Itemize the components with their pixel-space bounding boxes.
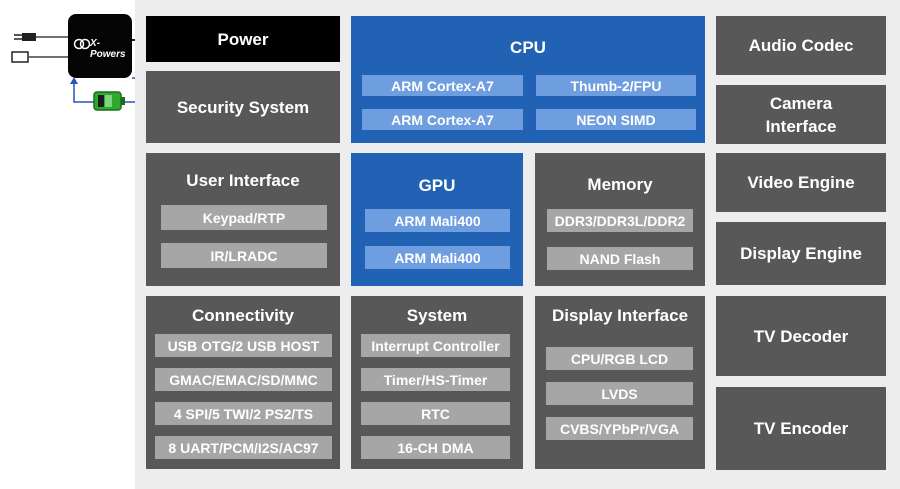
tv-encoder-block: TV Encoder — [716, 387, 886, 470]
pmic-chip: X-Powers — [68, 14, 132, 78]
memory-nand-flash: NAND Flash — [547, 247, 693, 270]
camera-interface-block: Camera Interface — [716, 85, 886, 144]
display-interface-block: Display Interface CPU/RGB LCD LVDS CVBS/… — [535, 296, 705, 469]
timer-hs-timer: Timer/HS-Timer — [361, 368, 510, 391]
cpu-core-2: ARM Cortex-A7 — [362, 109, 523, 130]
gmac-emac-sd-mmc: GMAC/EMAC/SD/MMC — [155, 368, 332, 391]
cvbs-ypbpr-vga: CVBS/YPbPr/VGA — [546, 417, 693, 440]
power-plug-icon — [11, 33, 68, 63]
security-system-label: Security System — [176, 97, 310, 117]
lvds: LVDS — [546, 382, 693, 405]
connectivity-block: Connectivity USB OTG/2 USB HOST GMAC/EMA… — [146, 296, 340, 469]
audio-codec-block: Audio Codec — [716, 16, 886, 75]
audio-codec-label: Audio Codec — [748, 36, 854, 55]
tv-decoder-block: TV Decoder — [716, 296, 886, 376]
rtc: RTC — [361, 402, 510, 425]
video-engine-label: Video Engine — [747, 173, 855, 192]
gpu-mali400-2: ARM Mali400 — [365, 246, 510, 269]
cpu-rgb-lcd: CPU/RGB LCD — [546, 347, 693, 370]
pmic-logo-text: X-Powers — [90, 38, 126, 60]
cpu-core-1: ARM Cortex-A7 — [362, 75, 523, 96]
power-label: Power — [217, 29, 269, 49]
gpu-title: GPU — [418, 176, 456, 195]
tv-decoder-label: TV Decoder — [753, 326, 849, 346]
cpu-title: CPU — [510, 38, 546, 57]
video-engine-block: Video Engine — [716, 153, 886, 212]
gpu-block: GPU ARM Mali400 ARM Mali400 — [351, 153, 523, 286]
gpu-mali400-1: ARM Mali400 — [365, 209, 510, 232]
interrupt-controller: Interrupt Controller — [361, 334, 510, 357]
connectivity-title: Connectivity — [191, 306, 295, 325]
dma-16ch: 16-CH DMA — [361, 436, 510, 459]
ir-lradc: IR/LRADC — [161, 243, 327, 268]
cpu-neon-simd: NEON SIMD — [536, 109, 696, 130]
security-system-block: Security System — [146, 71, 340, 143]
spi-twi-ps2-ts: 4 SPI/5 TWI/2 PS2/TS — [155, 402, 332, 425]
system-title: System — [406, 306, 468, 325]
memory-title: Memory — [587, 175, 653, 194]
user-interface-title: User Interface — [186, 171, 300, 190]
xpowers-logo-icon — [73, 38, 91, 50]
cpu-block: CPU ARM Cortex-A7 Thumb-2/FPU ARM Cortex… — [351, 16, 705, 143]
power-block: Power — [146, 16, 340, 62]
keypad-rtp: Keypad/RTP — [161, 205, 327, 230]
user-interface-block: User Interface Keypad/RTP IR/LRADC — [146, 153, 340, 286]
cpu-thumb-fpu: Thumb-2/FPU — [536, 75, 696, 96]
display-interface-title: Display Interface — [551, 306, 689, 325]
system-block: System Interrupt Controller Timer/HS-Tim… — [351, 296, 523, 469]
memory-ddr: DDR3/DDR3L/DDR2 — [547, 209, 693, 232]
memory-block: Memory DDR3/DDR3L/DDR2 NAND Flash — [535, 153, 705, 286]
uart-pcm-i2s-ac97: 8 UART/PCM/I2S/AC97 — [155, 436, 332, 459]
display-engine-block: Display Engine — [716, 222, 886, 285]
display-engine-label: Display Engine — [740, 244, 862, 263]
battery-icon — [93, 91, 125, 111]
camera-interface-label: Camera Interface — [765, 93, 837, 136]
tv-encoder-label: TV Encoder — [753, 419, 849, 438]
usb-otg-host: USB OTG/2 USB HOST — [155, 334, 332, 357]
